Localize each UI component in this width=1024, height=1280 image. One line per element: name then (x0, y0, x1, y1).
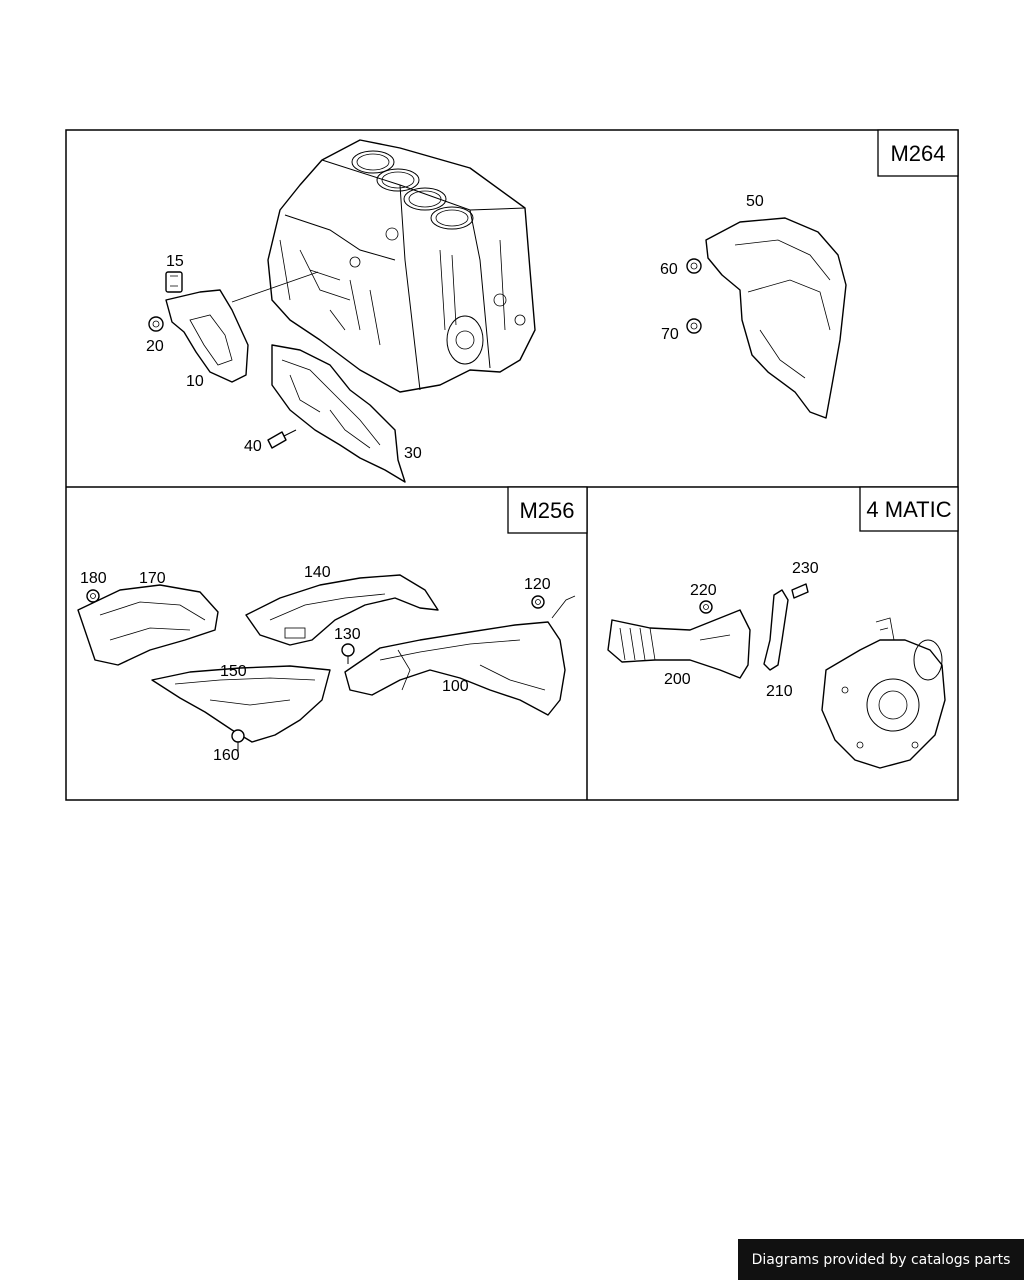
part-label-180: 180 (80, 570, 107, 587)
part-230-bolt (791, 583, 809, 599)
part-50-shield (705, 217, 847, 419)
section-box-4matic: 4 MATIC (859, 486, 959, 532)
part-30-shield (271, 344, 406, 483)
part-label-170: 170 (139, 570, 166, 587)
part-40-bolt (267, 429, 297, 449)
part-200-shield (607, 609, 751, 679)
part-70-nut (686, 318, 702, 334)
part-labels: 15 20 10 40 30 50 60 70 180 170 140 120 … (80, 193, 819, 764)
part-160-bolt (231, 729, 245, 752)
part-10-shield (165, 271, 319, 383)
part-label-120: 120 (524, 576, 551, 593)
section-box-m264: M264 (877, 129, 959, 177)
part-label-15: 15 (166, 253, 184, 270)
part-180-nut (86, 589, 100, 603)
part-label-30: 30 (404, 445, 422, 462)
engine-block-drawing (267, 139, 536, 393)
part-150-shield (151, 665, 331, 743)
part-label-40: 40 (244, 438, 262, 455)
part-label-70: 70 (661, 326, 679, 343)
part-label-60: 60 (660, 261, 678, 278)
part-label-10: 10 (186, 373, 204, 390)
transfer-case-drawing (821, 617, 946, 769)
part-label-100: 100 (442, 678, 469, 695)
footer-credit-text: Diagrams provided by catalogs parts (751, 1251, 1011, 1268)
section-label-m264: M264 (890, 141, 945, 166)
part-label-50: 50 (746, 193, 764, 210)
part-label-210: 210 (766, 683, 793, 700)
part-20-nut (148, 316, 164, 332)
section-label-m256: M256 (519, 498, 574, 523)
part-60-nut (686, 258, 702, 274)
part-label-160: 160 (213, 747, 240, 764)
section-label-4matic: 4 MATIC (866, 497, 951, 522)
part-170-shield (77, 584, 219, 666)
part-label-220: 220 (690, 582, 717, 599)
part-130-bolt (341, 643, 355, 664)
footer-credit-badge: Diagrams provided by catalogs parts (738, 1239, 1024, 1280)
part-120-nut (531, 595, 545, 609)
part-100-shield (344, 595, 576, 716)
part-label-230: 230 (792, 560, 819, 577)
part-15-clip (165, 271, 183, 293)
part-label-140: 140 (304, 564, 331, 581)
part-140-shield (245, 574, 439, 646)
section-box-m256: M256 (507, 486, 588, 534)
part-label-200: 200 (664, 671, 691, 688)
part-label-130: 130 (334, 626, 361, 643)
part-210-bracket (763, 589, 789, 671)
part-220-nut (699, 600, 713, 614)
part-label-20: 20 (146, 338, 164, 355)
part-label-150: 150 (220, 663, 247, 680)
